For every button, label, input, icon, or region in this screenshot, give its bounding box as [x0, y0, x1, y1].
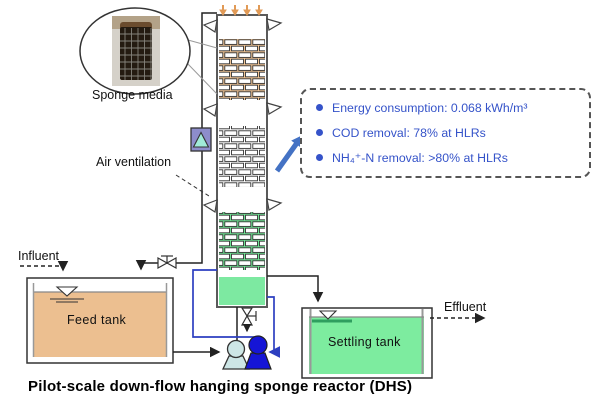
infobox-item-energy: Energy consumption: 0.068 kWh/m³ [316, 101, 579, 115]
recirculation-pump [244, 335, 272, 370]
ventilation-port-icons [202, 18, 283, 213]
influent-distribution-arrows [219, 5, 263, 16]
callout-arrow [274, 135, 303, 173]
dhs-column [216, 14, 268, 308]
bullet-icon [316, 104, 323, 112]
feed-pump [221, 339, 251, 370]
infobox-item-cod: COD removal: 78% at HLRs [316, 126, 579, 140]
sponge-segment-middle [219, 126, 265, 187]
feed-tank-label: Feed tank [67, 313, 127, 327]
settling-tank [301, 307, 433, 379]
sponge-media-callout [79, 7, 218, 95]
air-ventilation-pointer [175, 174, 210, 197]
recirculation-suction-pipe [267, 296, 281, 358]
feed-line-valve-icon [157, 255, 177, 270]
performance-infobox: Energy consumption: 0.068 kWh/m³ COD rem… [300, 88, 591, 178]
settling-tank-label: Settling tank [328, 335, 401, 349]
bottom-water-pool [219, 277, 265, 305]
infobox-item-ammonium: NH₄⁺-N removal: >80% at HLRs [316, 151, 579, 165]
feed-tank [26, 277, 174, 364]
figure-caption: Pilot-scale down-flow hanging sponge rea… [28, 378, 413, 395]
sponge-photo [112, 16, 160, 86]
column-to-settling-pipe [267, 275, 324, 303]
sponge-segment-bottom [219, 212, 265, 270]
influent-label: Influent [18, 249, 60, 263]
bullet-icon [316, 153, 323, 161]
influent-arrow [20, 261, 69, 272]
blower-icon [190, 127, 212, 152]
bullet-icon [316, 128, 323, 136]
sponge-media-label: Sponge media [92, 88, 173, 102]
water-level-icon [312, 310, 352, 323]
sponge-segment-top [219, 39, 265, 100]
column-drain-valve-icon [240, 307, 257, 333]
air-ventilation-label: Air ventilation [96, 155, 172, 169]
infobox-item-text: NH₄⁺-N removal: >80% at HLRs [332, 150, 508, 165]
infobox-item-text: Energy consumption: 0.068 kWh/m³ [332, 101, 528, 116]
water-level-icon [50, 286, 84, 303]
infobox-item-text: COD removal: 78% at HLRs [332, 125, 486, 140]
effluent-label: Effluent [444, 300, 487, 314]
